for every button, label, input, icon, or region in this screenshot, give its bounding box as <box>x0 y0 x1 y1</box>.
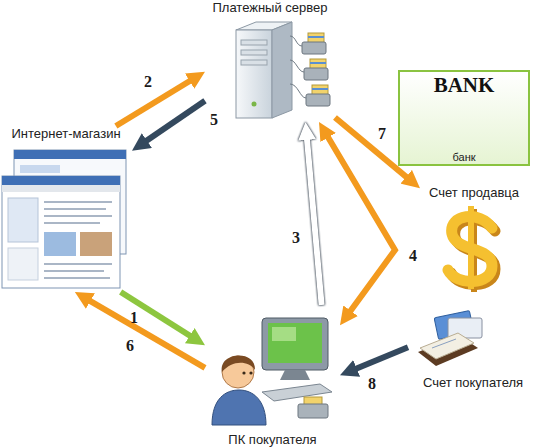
node-label: банк <box>452 151 475 163</box>
browser-window <box>2 176 120 288</box>
step-number: 6 <box>126 337 134 355</box>
node-label: Счет продавца <box>429 185 519 200</box>
person-body <box>212 390 266 425</box>
page-block <box>8 198 38 242</box>
person-hair <box>222 356 255 372</box>
reader-body <box>306 94 330 106</box>
drive-slot <box>241 60 267 65</box>
card-reader <box>304 59 328 80</box>
card-reader <box>302 33 326 54</box>
dollar-symbol <box>448 206 495 292</box>
node-label: ПК покупателя <box>228 432 316 447</box>
flow-arrow <box>335 118 420 189</box>
card-reader <box>298 404 328 418</box>
screen-highlight <box>272 327 296 341</box>
text-line <box>44 208 106 210</box>
bank-heading: BANK <box>434 73 495 98</box>
card-reader <box>306 85 330 106</box>
title-bar <box>2 176 120 185</box>
monitor-screen <box>268 323 322 363</box>
server-node: Платежный сервер <box>205 0 335 122</box>
monitor <box>262 318 328 370</box>
computer-node: ПК покупателя <box>205 305 340 447</box>
card-stripe <box>312 88 328 90</box>
text-line <box>44 263 112 265</box>
reader-body <box>304 68 328 80</box>
power-light <box>252 102 257 107</box>
card-stripe <box>310 62 326 64</box>
cable <box>290 36 302 46</box>
page-block <box>20 165 60 173</box>
node-label: Интернет-магазин <box>11 126 120 141</box>
flow-arrow <box>75 292 205 368</box>
step-number: 4 <box>409 247 417 265</box>
node-label: Платежный сервер <box>212 0 327 15</box>
text-line <box>44 201 112 203</box>
cable <box>290 60 304 72</box>
flow-arrow <box>132 101 205 151</box>
buyer-illustration <box>212 318 332 425</box>
text-line <box>44 222 100 224</box>
shop-node: Интернет-магазин <box>0 126 132 292</box>
card-stripe <box>308 36 324 38</box>
text-line <box>44 215 112 217</box>
cheque-page <box>420 333 474 359</box>
tool-bar <box>2 185 120 192</box>
server-side <box>272 22 292 118</box>
drive-slot <box>241 50 267 55</box>
cable <box>290 84 306 98</box>
cheque-illustration <box>418 310 482 366</box>
account-node: Счет продавца <box>420 185 528 285</box>
flow-arrow <box>305 122 321 305</box>
node-label: Счет покупателя <box>423 375 523 390</box>
browser-illustration <box>2 150 126 288</box>
server-front <box>236 30 272 118</box>
title-bar <box>14 150 126 159</box>
account-node: Счет покупателя <box>408 312 538 390</box>
text-line <box>44 277 110 279</box>
monitor-stand <box>280 370 310 380</box>
cheque-line <box>432 339 456 348</box>
person-eye <box>242 371 245 374</box>
page-block <box>8 248 38 280</box>
step-number: 1 <box>130 309 138 327</box>
flow-arrow <box>340 347 408 375</box>
dollar-curve <box>448 217 492 282</box>
flow-arrow <box>116 72 205 126</box>
step-number: 3 <box>292 229 300 247</box>
page-image <box>44 232 76 256</box>
bank-box: BANK банк <box>398 70 530 166</box>
person-eye <box>249 371 252 374</box>
flow-arrow <box>319 122 395 325</box>
server-illustration <box>236 22 330 118</box>
drive-slot <box>241 40 267 45</box>
page-image <box>80 232 112 256</box>
step-number: 5 <box>210 111 218 129</box>
step-number: 8 <box>368 375 376 393</box>
reader-body <box>302 42 326 54</box>
text-line <box>44 270 104 272</box>
step-number: 7 <box>378 125 386 143</box>
step-number: 2 <box>144 73 152 91</box>
